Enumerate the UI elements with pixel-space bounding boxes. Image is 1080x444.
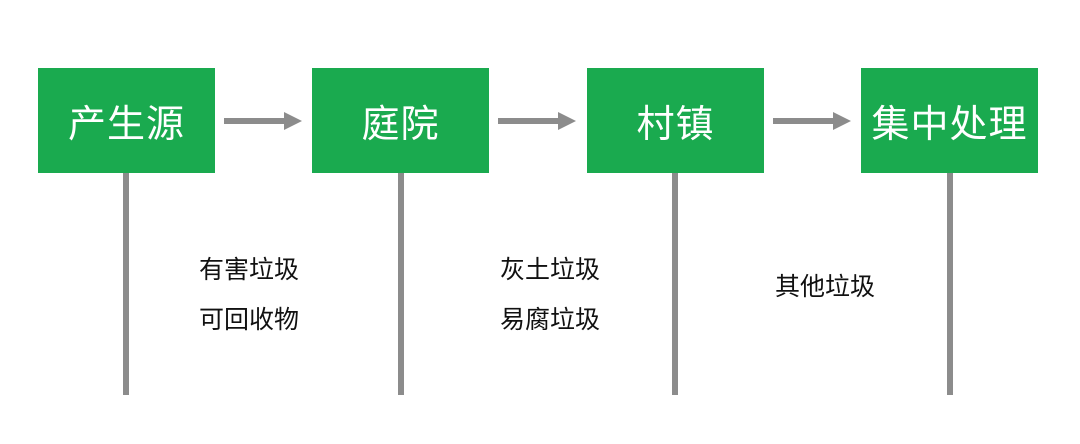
stage-box-village: 村镇 xyxy=(587,68,764,173)
pole-source xyxy=(123,173,129,395)
pole-village xyxy=(672,173,678,395)
note-line: 灰土垃圾 xyxy=(500,255,601,284)
pole-central xyxy=(947,173,953,395)
note-village-waste: 灰土垃圾 易腐垃圾 xyxy=(500,245,600,345)
stage-box-central: 集中处理 xyxy=(861,68,1038,173)
arrow-right-icon xyxy=(498,112,576,130)
pole-courtyard xyxy=(398,173,404,395)
arrow-right-icon xyxy=(224,112,302,130)
note-line: 易腐垃圾 xyxy=(500,305,601,334)
stage-label-village: 村镇 xyxy=(636,102,715,146)
stage-box-source: 产生源 xyxy=(38,68,215,173)
stage-label-source: 产生源 xyxy=(67,102,185,146)
stage-label-courtyard: 庭院 xyxy=(361,102,440,146)
arrow-right-icon xyxy=(773,112,851,130)
note-line: 其他垃圾 xyxy=(775,272,876,301)
note-line: 有害垃圾 xyxy=(199,255,300,284)
note-central-waste: 其他垃圾 xyxy=(775,262,875,312)
stage-label-central: 集中处理 xyxy=(871,102,1028,146)
stage-box-courtyard: 庭院 xyxy=(312,68,489,173)
note-courtyard-waste: 有害垃圾 可回收物 xyxy=(199,245,299,345)
note-line: 可回收物 xyxy=(199,305,300,334)
